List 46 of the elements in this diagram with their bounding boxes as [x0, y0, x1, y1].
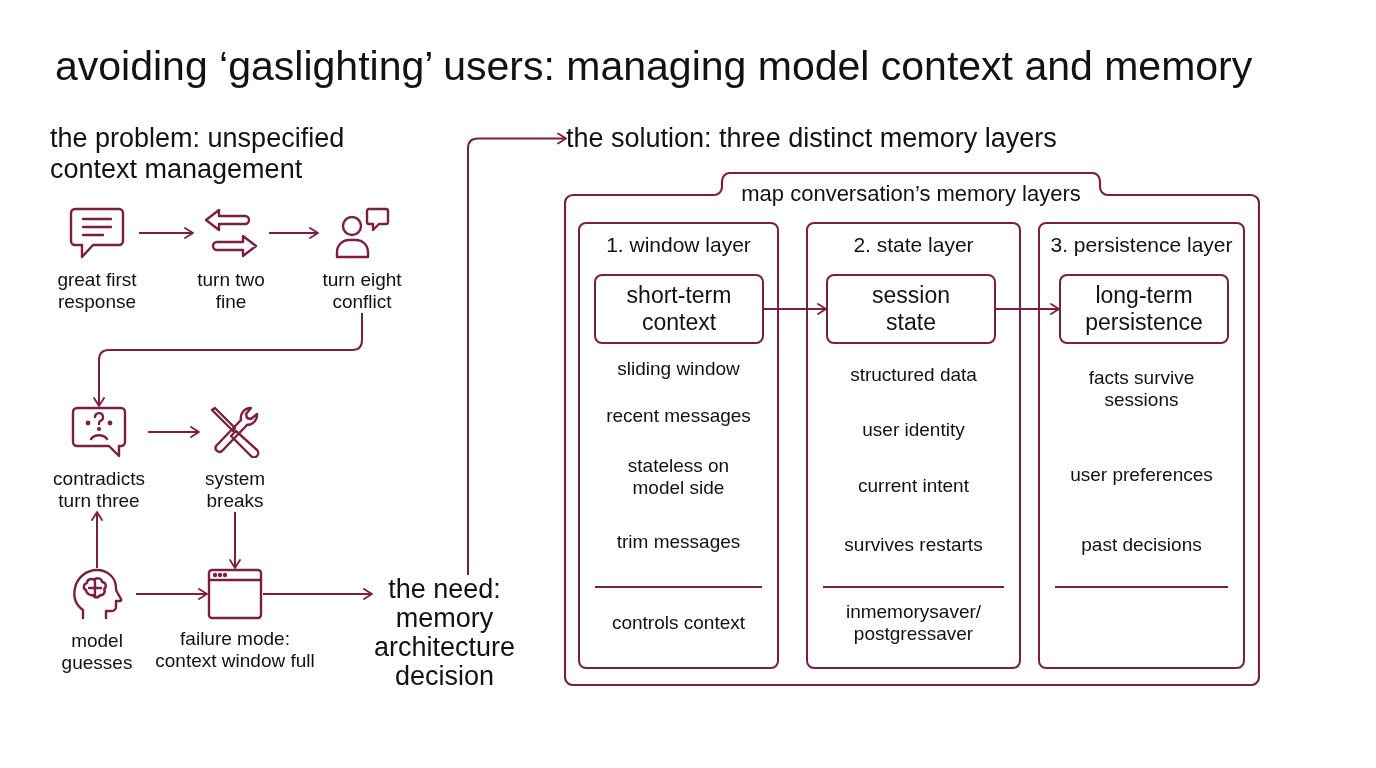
list-item: stateless on model side	[626, 455, 731, 499]
process-box: session state	[826, 274, 996, 344]
arrow	[262, 588, 373, 600]
node-label: great first response	[56, 269, 138, 313]
list-item: trim messages	[616, 531, 741, 553]
node-label: model guesses	[60, 630, 134, 674]
list-item: user preferences	[1070, 464, 1213, 486]
process-box: short-term context	[594, 274, 764, 344]
node-label: turn two fine	[196, 269, 266, 313]
list-item: controls context	[611, 612, 746, 634]
arrow	[763, 303, 827, 315]
layer-column	[1038, 222, 1245, 669]
node-label: turn eight conflict	[321, 269, 403, 313]
arrow	[91, 511, 103, 569]
node-label: system breaks	[203, 468, 267, 512]
column-heading: 1. window layer	[606, 233, 751, 257]
arrow	[268, 227, 319, 239]
column-heading: 3. persistence layer	[1050, 233, 1233, 257]
heading-text: the need: memory architecture decision	[372, 575, 517, 691]
list-item: past decisions	[1081, 534, 1202, 556]
title: avoiding ‘gaslighting’ users: managing model context and memory	[55, 42, 1253, 90]
arrow	[138, 227, 194, 239]
elbow-arrow	[467, 132, 567, 576]
browser-window-icon	[207, 568, 263, 620]
arrow	[135, 588, 208, 600]
list-item: survives restarts	[844, 534, 983, 556]
list-item: facts survive sessions	[1087, 367, 1196, 411]
layer-column	[806, 222, 1021, 669]
elbow-arrow	[93, 312, 363, 407]
list-item: structured data	[850, 364, 977, 386]
list-item: recent messages	[606, 405, 751, 427]
arrow	[147, 426, 200, 438]
layer-column	[578, 222, 779, 669]
column-heading: 2. state layer	[853, 233, 974, 257]
panel-heading: map conversation’s memory layers	[741, 180, 1081, 206]
section-heading: the problem: unspecified context management	[50, 123, 346, 185]
list-item: sliding window	[617, 358, 740, 380]
arrow	[229, 511, 241, 569]
list-item: inmemorysaver/ postgressaver	[844, 601, 983, 645]
process-box: long-term persistence	[1059, 274, 1229, 344]
arrow	[995, 303, 1060, 315]
list-item: current intent	[858, 475, 969, 497]
node-label: failure mode: context window full	[154, 628, 316, 672]
heading-text: the solution: three distinct memory layers	[566, 124, 1057, 153]
list-item: user identity	[862, 419, 965, 441]
node-label: contradicts turn three	[52, 468, 146, 512]
